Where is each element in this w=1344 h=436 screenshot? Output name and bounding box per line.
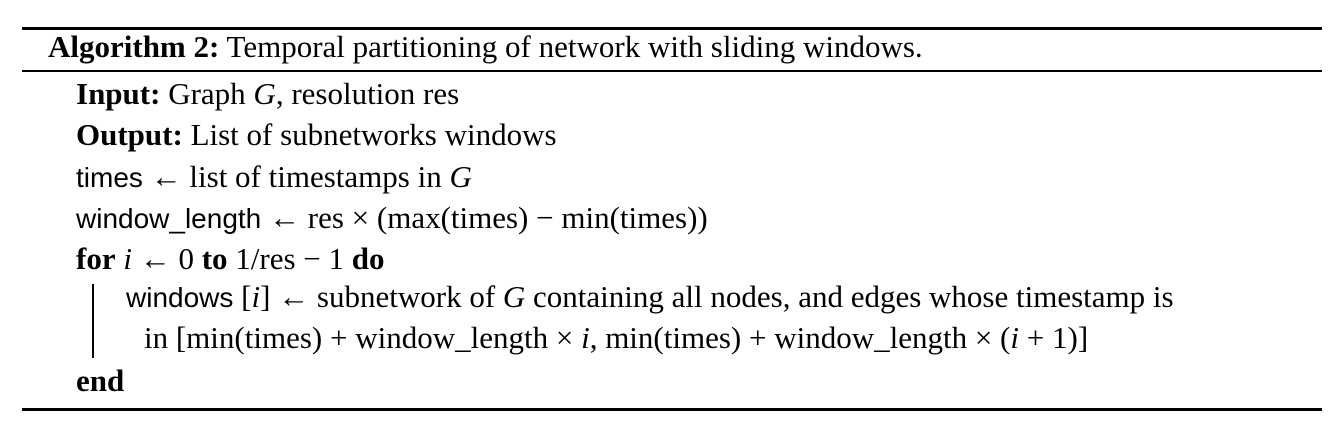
interval-mid-text: , min(times) + window_length × (	[589, 320, 1011, 355]
input-line: Input: Graph G, resolution res	[76, 76, 459, 112]
graph-symbol: G	[253, 76, 276, 111]
interval-end-text: + 1)]	[1026, 320, 1089, 355]
times-line: times ← list of timestamps in G	[76, 159, 472, 196]
for-keyword: for	[76, 241, 116, 276]
algorithm-title: Temporal partitioning of network with sl…	[226, 29, 923, 64]
assign-arrow: ←	[150, 159, 182, 194]
loop-start: ← 0	[139, 241, 194, 276]
windows-variable: windows	[126, 282, 234, 313]
output-line: Output: List of subnetworks windows	[76, 117, 557, 153]
window-length-line: window_length ← res × (max(times) − min(…	[76, 200, 708, 237]
do-keyword: do	[351, 241, 385, 276]
assign-arrow: ←	[269, 200, 300, 235]
loop-body-line-1: windows [i] ← subnetwork of G containing…	[126, 279, 1174, 316]
input-text: Graph	[168, 76, 246, 111]
times-text: list of timestamps in	[189, 159, 442, 194]
interval-start-text: in [min(times) + window_length ×	[144, 320, 574, 355]
graph-symbol: G	[449, 159, 472, 194]
window-length-expression: res × (max(times) − min(times))	[307, 200, 708, 235]
top-rule	[22, 27, 1322, 30]
body-text-2: containing all nodes, and edges whose ti…	[533, 279, 1174, 314]
loop-end: 1/res − 1	[235, 241, 345, 276]
caption-rule	[22, 70, 1322, 72]
times-variable: times	[76, 162, 143, 193]
graph-symbol: G	[502, 279, 526, 314]
bracket-open: [	[241, 279, 252, 314]
algorithm-caption: Algorithm 2: Temporal partitioning of ne…	[48, 29, 923, 65]
output-keyword: Output:	[76, 117, 183, 152]
loop-body-bar	[92, 284, 94, 358]
loop-index: i	[123, 241, 132, 276]
input-keyword: Input:	[76, 76, 161, 111]
output-text: List of subnetworks windows	[190, 117, 557, 152]
end-keyword: end	[76, 363, 125, 398]
to-keyword: to	[201, 241, 228, 276]
for-line: for i ← 0 to 1/res − 1 do	[76, 241, 385, 277]
end-line: end	[76, 363, 124, 399]
window-length-variable: window_length	[76, 203, 262, 234]
loop-body-line-2: in [min(times) + window_length × i, min(…	[144, 320, 1088, 356]
bottom-rule	[22, 408, 1322, 411]
loop-index: i	[1010, 320, 1020, 355]
body-text-1: ] ← subnetwork of	[260, 279, 496, 314]
input-text-rest: , resolution res	[275, 76, 460, 111]
algorithm-label: Algorithm 2:	[48, 29, 220, 64]
loop-index: i	[581, 320, 590, 355]
loop-index: i	[251, 279, 261, 314]
